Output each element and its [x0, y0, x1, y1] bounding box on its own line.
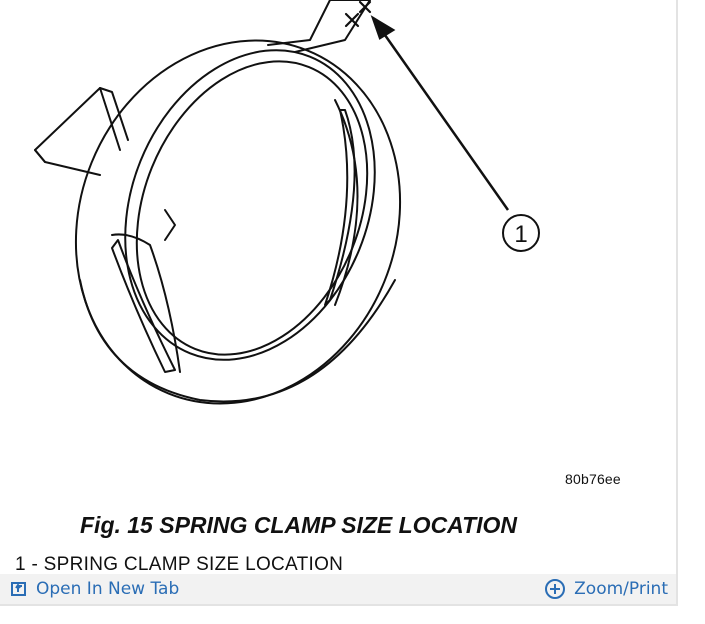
zoom-print-button[interactable]: Zoom/Print: [544, 574, 668, 604]
plus-circle-icon: [544, 578, 566, 600]
zoom-print-label: Zoom/Print: [574, 579, 668, 599]
open-in-new-tab-icon: [10, 580, 28, 598]
callout-number: 1: [514, 221, 527, 248]
open-new-tab-button[interactable]: Open In New Tab: [10, 574, 179, 604]
figure-panel: 1 80b76ee Fig. 15 SPRING CLAMP SIZE LOCA…: [0, 0, 678, 606]
page-margin: [678, 0, 705, 624]
spring-clamp-illustration: 1: [34, 0, 540, 405]
figure-code: 80b76ee: [565, 471, 621, 487]
open-new-tab-label: Open In New Tab: [36, 579, 180, 599]
spring-clamp-drawing: 1: [34, 0, 540, 405]
figure-caption: Fig. 15 SPRING CLAMP SIZE LOCATION: [80, 512, 518, 538]
callout-circle: [502, 214, 540, 252]
figure-toolbar: Open In New Tab Zoom/Print: [0, 574, 676, 604]
figure-legend: 1 - SPRING CLAMP SIZE LOCATION: [15, 554, 344, 575]
